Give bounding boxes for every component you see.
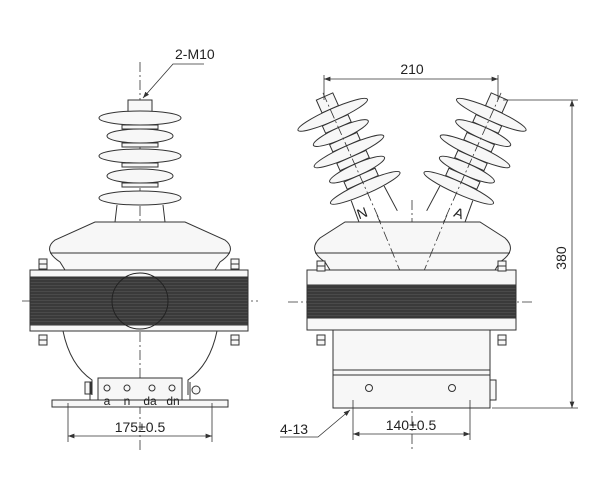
terminal-da-icon (148, 384, 156, 392)
bolt-icon (38, 258, 48, 270)
terminal-dn-icon (168, 384, 176, 392)
terminal-a-label: A (452, 204, 467, 222)
overall-height-dimension: 380 (553, 246, 569, 270)
terminal-label-a: a (104, 394, 111, 408)
terminal-n-label: N (355, 204, 370, 222)
front-base-dimension: 175±0.5 (115, 419, 166, 435)
front-lower-body (62, 330, 218, 395)
hole-icon (365, 384, 373, 392)
terminal-spacing-dimension: 210 (400, 61, 424, 77)
terminal-label-da: da (143, 394, 157, 408)
front-core-band (29, 276, 249, 326)
side-view: N A 210 380 140±0.5 4-13 (280, 61, 578, 452)
bolt-icon (316, 334, 326, 346)
mounting-holes-callout: 4-13 (280, 421, 308, 437)
thread-callout-leader (142, 63, 204, 99)
front-core-circle (111, 272, 169, 330)
front-base-plate (51, 399, 229, 408)
thread-callout: 2-M10 (175, 46, 215, 62)
bolt-icon (497, 334, 507, 346)
terminal-a-icon (103, 384, 111, 392)
side-lower-body (332, 329, 491, 409)
bolt-icon (230, 334, 240, 346)
hole-icon (448, 384, 456, 392)
front-view: a n da dn 2-M10 175±0.5 (22, 46, 258, 452)
front-cap (49, 221, 231, 271)
bolt-icon (230, 258, 240, 270)
side-core-band (306, 284, 517, 319)
bolt-icon (497, 260, 507, 272)
front-insulator (98, 99, 182, 223)
mounting-holes-leader (280, 409, 351, 438)
side-cap (314, 221, 511, 271)
bolt-icon (316, 260, 326, 272)
bolt-icon (38, 334, 48, 346)
terminal-label-n: n (124, 394, 131, 408)
side-base-dimension: 140±0.5 (386, 417, 437, 433)
terminal-n-icon (123, 384, 131, 392)
terminal-label-dn: dn (166, 394, 179, 408)
